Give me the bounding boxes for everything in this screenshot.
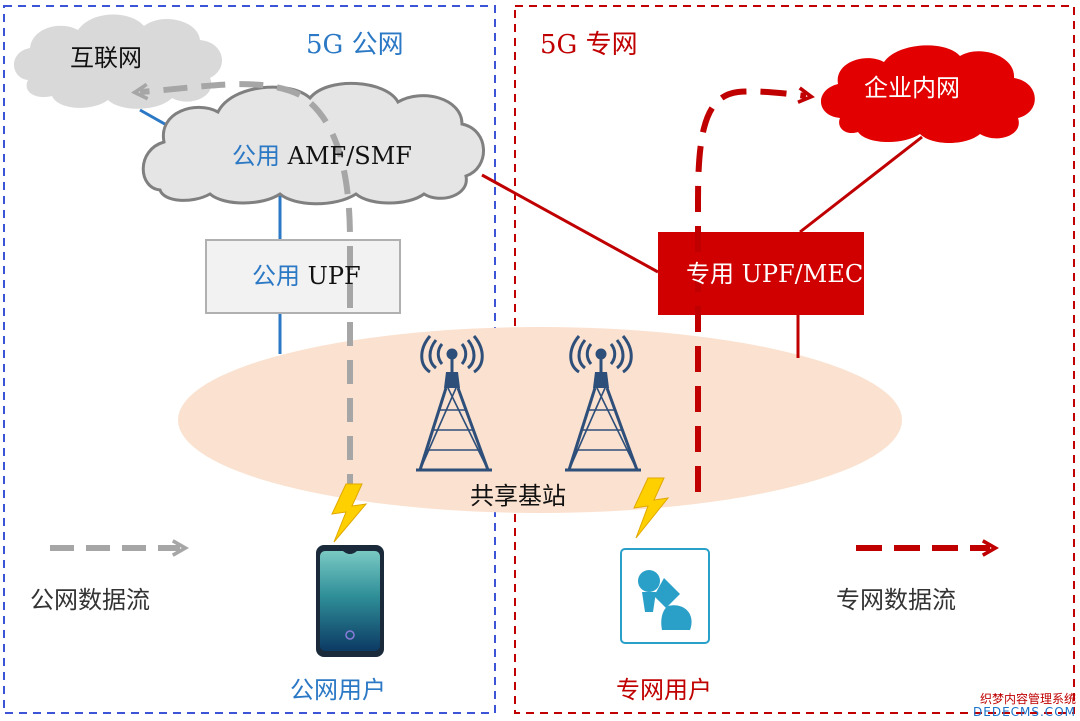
lightning-bolt-public-icon [331,483,368,543]
lightning-bolt-private-icon [633,477,670,539]
public-upf-prefix: 公用 [252,262,300,290]
private-upf-box [658,232,864,315]
tower-right [565,335,641,472]
tower-left [416,335,492,472]
internet-label: 互联网 [70,44,142,72]
public-core-suffix: AMF/SMF [287,142,412,170]
private-zone-border [514,5,1075,714]
public-upf-suffix: UPF [307,262,361,290]
public-upf-label: 公用 UPF [252,264,361,288]
internet-cloud [14,14,223,109]
public-zone-title: 5G 公网 [306,30,404,60]
phone-icon [316,545,384,657]
private-upf-label: 专用 UPF/MEC [686,260,864,288]
public-core-label: 公用 AMF/SMF [232,144,412,168]
public-user-label: 公网用户 [290,676,386,704]
shared-base-station-label: 共享基站 [470,482,566,510]
private-user-label: 专网用户 [616,676,712,704]
private-flow-legend-label: 专网数据流 [836,586,956,614]
enterprise-intranet-cloud [820,45,1035,143]
coverage-area [178,327,902,513]
private-zone-title: 5G 专网 [540,30,638,60]
watermark-line1: 织梦内容管理系统 [979,692,1076,706]
public-core-prefix: 公用 [232,142,280,170]
link-private-upf-intranet [799,135,923,234]
private-data-flow [695,86,815,492]
public-upf-box [205,239,401,314]
link-core-private-upf [481,173,659,274]
public-flow-legend-label: 公网数据流 [30,586,150,614]
watermark-line2: DEDECMS.COM [973,705,1076,719]
enterprise-intranet-label: 企业内网 [864,74,960,102]
public-core-cloud [141,81,485,206]
private-user-device-icon [620,548,710,644]
